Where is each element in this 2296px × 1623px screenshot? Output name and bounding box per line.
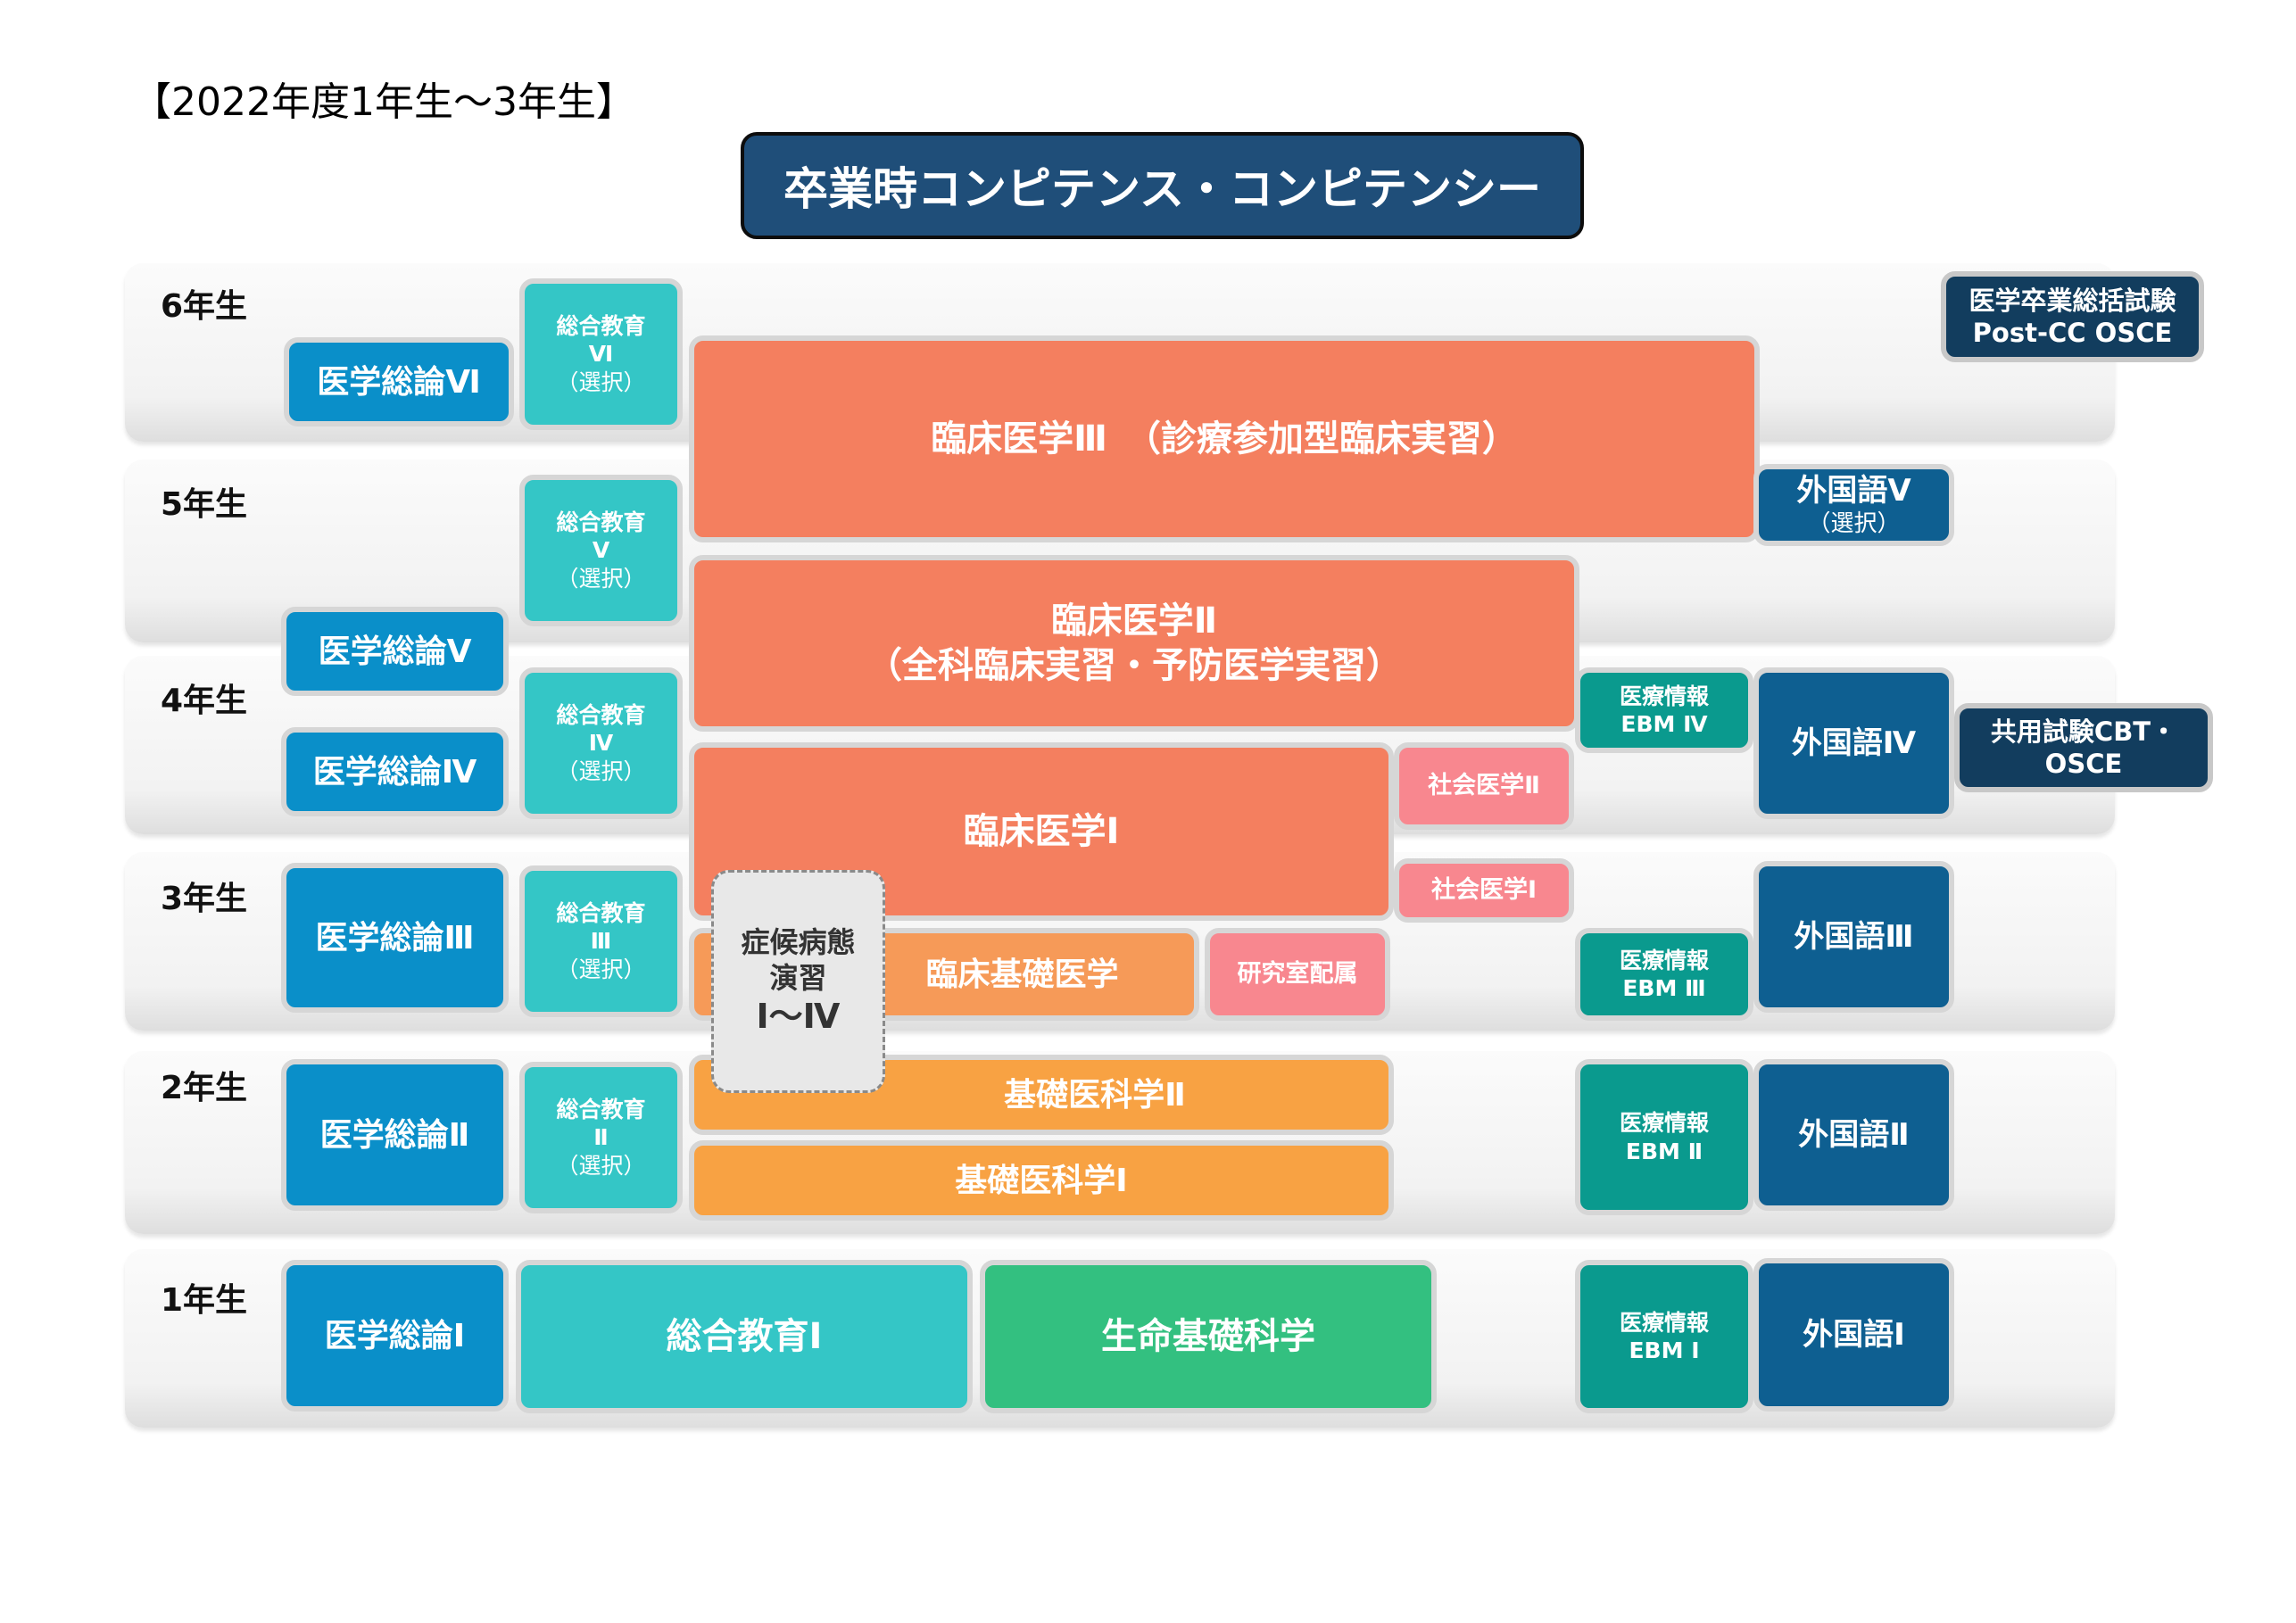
competence-banner: 卒業時コンピテンス・コンピテンシー [741,132,1584,239]
year-label-5: 5年生 [161,486,248,523]
foreign-language-v: 外国語Ⅴ（選択） [1753,464,1954,546]
general-education-i: 総合教育Ⅰ [516,1260,973,1413]
medical-overview-iii: 医学総論Ⅲ [281,863,509,1013]
foreign-language-ii: 外国語Ⅱ [1753,1059,1954,1211]
year-label-4: 4年生 [161,683,248,719]
medical-overview-v: 医学総論Ⅴ [281,607,509,696]
medical-overview-ii: 医学総論Ⅱ [281,1059,509,1211]
foreign-language-iii: 外国語Ⅲ [1753,861,1954,1013]
year-label-1: 1年生 [161,1282,248,1319]
social-medicine-i: 社会医学Ⅰ [1394,858,1574,923]
life-basic-science: 生命基礎科学 [980,1260,1437,1413]
medical-overview-vi: 医学総論Ⅵ [284,337,514,426]
clinical-medicine-ii: 臨床医学Ⅱ（全科臨床実習・予防医学実習） [689,555,1579,732]
page-heading: 【2022年度1年生～3年生】 [132,79,635,125]
cbt-osce-exam: 共用試験CBT・OSCE [1954,703,2213,792]
basic-medical-science-i: 基礎医科学Ⅰ [689,1140,1394,1221]
year-label-2: 2年生 [161,1070,248,1106]
foreign-language-i: 外国語Ⅰ [1753,1258,1954,1412]
clinical-medicine-iii: 臨床医学Ⅲ （診療参加型臨床実習） [689,335,1760,542]
year-label-3: 3年生 [161,881,248,917]
medical-overview-i: 医学総論Ⅰ [281,1260,509,1412]
foreign-language-iv: 外国語Ⅳ [1753,667,1954,819]
lab-assignment: 研究室配属 [1205,928,1390,1021]
year-label-6: 6年生 [161,288,248,325]
social-medicine-ii: 社会医学Ⅱ [1394,742,1574,830]
medical-overview-iv: 医学総論Ⅳ [281,727,509,816]
